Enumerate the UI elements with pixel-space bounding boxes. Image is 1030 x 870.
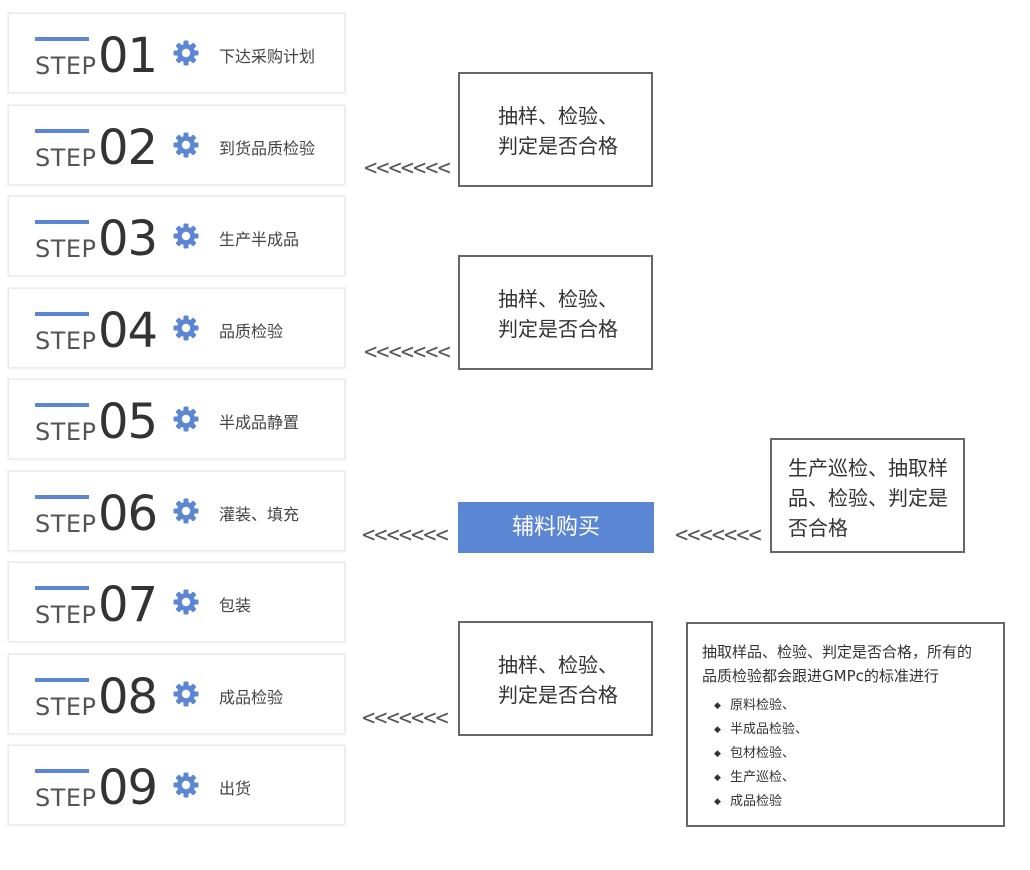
list-item: ◆ 包材检验、: [702, 742, 995, 766]
bullet-icon: ◆: [714, 749, 721, 759]
list-item-text: 包材检验、: [730, 746, 796, 761]
step-card-02: STEP 02 到货品质检验: [8, 105, 345, 185]
step-number: 05: [98, 394, 158, 450]
step-accent-bar: [35, 37, 89, 41]
patrol-text-line2: 品、检验、判定是: [788, 486, 948, 510]
list-item-text: 生产巡检、: [730, 770, 796, 785]
gear-icon: [173, 223, 199, 249]
step-accent-bar: [35, 769, 89, 773]
gear-icon: [173, 315, 199, 341]
gear-icon: [173, 132, 199, 158]
step-card-05: STEP 05 半成品静置: [8, 379, 345, 459]
step-label: 到货品质检验: [219, 139, 316, 158]
step-card-01: STEP 01 下达采购计划: [8, 13, 345, 93]
step-number: 08: [98, 669, 158, 725]
inspection-box-arrival: 抽样、检验、 判定是否合格: [458, 72, 653, 187]
list-item: ◆ 生产巡检、: [702, 766, 995, 790]
patrol-inspection-box: 生产巡检、抽取样 品、检验、判定是 否合格: [770, 438, 965, 553]
list-item: ◆ 原料检验、: [702, 694, 995, 718]
step-number: 03: [98, 211, 158, 267]
note-list: ◆ 原料检验、 ◆ 半成品检验、 ◆ 包材检验、 ◆ 生产巡检、 ◆ 成品检验: [702, 694, 995, 814]
note-text-line2: 品质检验都会跟进GMPc的标准进行: [702, 667, 939, 685]
step-label: 生产半成品: [219, 230, 300, 249]
step-card-08: STEP 08 成品检验: [8, 654, 345, 734]
patrol-text-line3: 否合格: [788, 516, 848, 540]
step-word: STEP: [35, 601, 97, 629]
step-accent-bar: [35, 312, 89, 316]
inspection-text-line2: 判定是否合格: [498, 683, 618, 707]
step-word: STEP: [35, 327, 97, 355]
step-accent-bar: [35, 129, 89, 133]
step-word: STEP: [35, 418, 97, 446]
step-label: 灌装、填充: [219, 505, 300, 524]
list-item: ◆ 半成品检验、: [702, 718, 995, 742]
step-card-03: STEP 03 生产半成品: [8, 196, 345, 276]
bullet-icon: ◆: [714, 701, 721, 711]
step-label: 品质检验: [219, 322, 284, 341]
arrow-chain-step04: <<<<<<<: [364, 340, 451, 365]
arrow-chain-step06: <<<<<<<: [362, 523, 449, 548]
list-item-text: 半成品检验、: [730, 722, 809, 737]
step-card-06: STEP 06 灌装、填充: [8, 471, 345, 551]
bullet-icon: ◆: [714, 725, 721, 735]
list-item-text: 原料检验、: [730, 698, 796, 713]
note-text-line1: 抽取样品、检验、判定是否合格，所有的: [702, 643, 973, 661]
gear-icon: [173, 40, 199, 66]
step-word: STEP: [35, 693, 97, 721]
list-item-text: 成品检验: [730, 794, 783, 809]
bullet-icon: ◆: [714, 773, 721, 783]
step-accent-bar: [35, 403, 89, 407]
step-word: STEP: [35, 144, 97, 172]
arrow-chain-patrol: <<<<<<<: [675, 523, 762, 548]
list-item: ◆ 成品检验: [702, 790, 995, 814]
step-word: STEP: [35, 510, 97, 538]
step-number: 09: [98, 760, 158, 816]
step-number: 01: [98, 28, 158, 84]
gear-icon: [173, 589, 199, 615]
step-card-09: STEP 09 出货: [8, 745, 345, 825]
step-number: 04: [98, 303, 158, 359]
step-label: 半成品静置: [219, 413, 300, 432]
step-word: STEP: [35, 784, 97, 812]
inspection-text-line2: 判定是否合格: [498, 317, 618, 341]
patrol-text-line1: 生产巡检、抽取样: [788, 456, 948, 480]
step-number: 06: [98, 486, 158, 542]
gmp-note-box: 抽取样品、检验、判定是否合格，所有的 品质检验都会跟进GMPc的标准进行 ◆ 原料…: [686, 622, 1005, 827]
step-word: STEP: [35, 52, 97, 80]
step-accent-bar: [35, 495, 89, 499]
step-accent-bar: [35, 586, 89, 590]
bullet-icon: ◆: [714, 797, 721, 807]
inspection-box-quality: 抽样、检验、 判定是否合格: [458, 255, 653, 370]
step-card-04: STEP 04 品质检验: [8, 288, 345, 368]
inspection-text-line1: 抽样、检验、: [498, 104, 618, 128]
step-label: 包装: [219, 596, 252, 615]
step-card-07: STEP 07 包装: [8, 562, 345, 642]
step-word: STEP: [35, 235, 97, 263]
inspection-text-line1: 抽样、检验、: [498, 287, 618, 311]
arrow-chain-step08: <<<<<<<: [362, 706, 449, 731]
gear-icon: [173, 406, 199, 432]
step-number: 07: [98, 577, 158, 633]
inspection-text-line2: 判定是否合格: [498, 134, 618, 158]
auxiliary-purchase-box: 辅料购买: [458, 502, 654, 553]
inspection-box-final: 抽样、检验、 判定是否合格: [458, 621, 653, 736]
step-accent-bar: [35, 678, 89, 682]
gear-icon: [173, 772, 199, 798]
step-accent-bar: [35, 220, 89, 224]
inspection-text-line1: 抽样、检验、: [498, 653, 618, 677]
gear-icon: [173, 498, 199, 524]
step-number: 02: [98, 120, 158, 176]
step-label: 成品检验: [219, 688, 284, 707]
arrow-chain-step02: <<<<<<<: [364, 156, 451, 181]
step-label: 出货: [219, 779, 252, 798]
step-label: 下达采购计划: [219, 47, 316, 66]
gear-icon: [173, 681, 199, 707]
